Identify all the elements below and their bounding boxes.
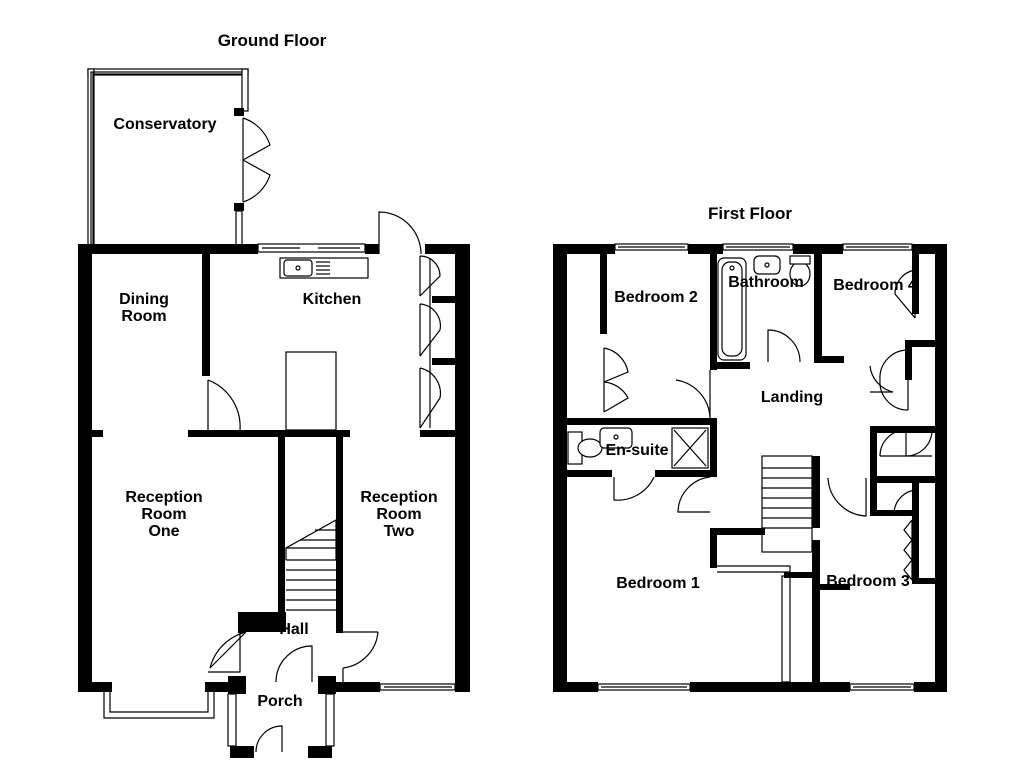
label-reception-one-line2: Room: [141, 506, 186, 523]
label-reception-one-line3: One: [148, 523, 179, 540]
label-reception-one-line1: Reception: [125, 489, 202, 506]
label-conservatory: Conservatory: [113, 116, 216, 133]
label-kitchen: Kitchen: [303, 291, 362, 308]
label-bathroom: Bathroom: [728, 274, 804, 291]
label-bedroom-4: Bedroom 4: [833, 277, 917, 294]
label-landing: Landing: [761, 389, 823, 406]
ground-floor-plan: [78, 68, 470, 758]
first-floor-plan: [553, 243, 947, 692]
first-floor-title: First Floor: [708, 204, 792, 223]
label-dining-line1: Dining: [119, 291, 169, 308]
label-porch: Porch: [257, 693, 302, 710]
label-dining-line2: Room: [121, 308, 166, 325]
label-en-suite: En-suite: [605, 442, 668, 459]
label-reception-two-line1: Reception: [360, 489, 437, 506]
conservatory-frame: [87, 68, 271, 250]
first-floor-stairs: [761, 455, 813, 553]
label-reception-two-line3: Two: [384, 523, 415, 540]
label-bedroom-3: Bedroom 3: [826, 573, 910, 590]
ground-stairs: [285, 518, 337, 611]
label-hall: Hall: [279, 621, 308, 638]
ground-floor-title: Ground Floor: [218, 31, 327, 50]
label-bedroom-2: Bedroom 2: [614, 289, 698, 306]
label-reception-two-line2: Room: [376, 506, 421, 523]
label-bedroom-1: Bedroom 1: [616, 575, 700, 592]
